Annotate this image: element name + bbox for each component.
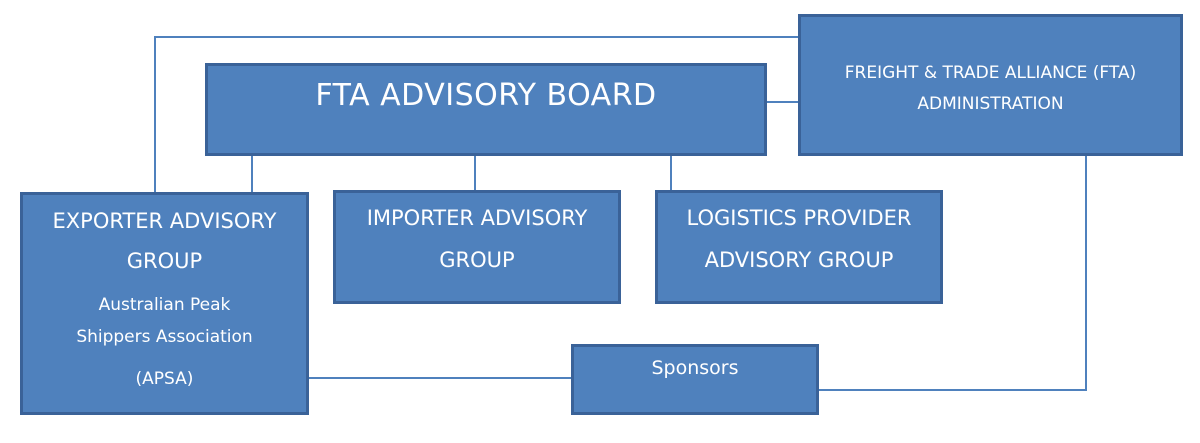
node-importer-advisory-group: IMPORTER ADVISORY GROUP [333, 190, 621, 304]
node-sponsors: Sponsors [571, 344, 819, 415]
connector-board-to-admin [766, 101, 799, 103]
node-title-line: IMPORTER ADVISORY [366, 206, 588, 230]
connector-board-to-exporter [251, 155, 253, 193]
node-title-line: EXPORTER ADVISORY [52, 209, 277, 233]
node-subtitle-line: (APSA) [135, 369, 194, 389]
connector-admin-to-exporter-top [155, 36, 799, 38]
node-title-line: FREIGHT & TRADE ALLIANCE (FTA) [844, 63, 1137, 83]
connector-admin-to-sponsors-vertical [1085, 155, 1087, 391]
connector-admin-to-sponsors-horizontal [818, 389, 1087, 391]
connector-admin-to-exporter-vertical [154, 36, 156, 193]
node-title-line: LOGISTICS PROVIDER [686, 206, 912, 230]
connector-board-to-importer [474, 155, 476, 191]
node-logistics-provider-advisory-group: LOGISTICS PROVIDER ADVISORY GROUP [655, 190, 943, 304]
connector-board-to-logistics [670, 155, 672, 191]
node-title-line: GROUP [126, 249, 203, 273]
node-title: Sponsors [651, 357, 739, 379]
node-fta-advisory-board: FTA ADVISORY BOARD [205, 63, 767, 156]
node-title: FTA ADVISORY BOARD [315, 78, 657, 113]
node-fta-administration: FREIGHT & TRADE ALLIANCE (FTA) ADMINISTR… [798, 14, 1183, 156]
connector-exporter-to-sponsors [308, 377, 572, 379]
node-exporter-advisory-group: EXPORTER ADVISORY GROUP Australian Peak … [20, 192, 309, 415]
node-subtitle-line: Shippers Association [76, 327, 253, 347]
node-title-line: ADVISORY GROUP [704, 248, 894, 272]
node-title-line: ADMINISTRATION [917, 94, 1064, 114]
node-title-line: GROUP [439, 248, 515, 272]
node-subtitle-line: Australian Peak [98, 295, 231, 315]
